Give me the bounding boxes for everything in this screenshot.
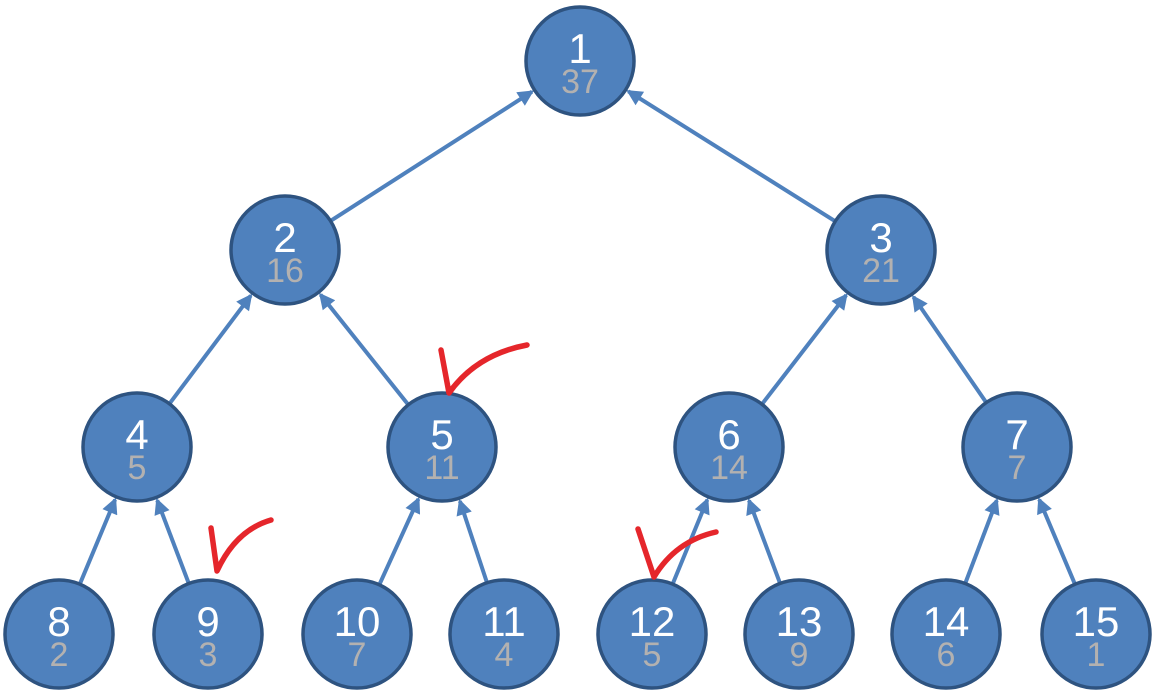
node-value: 37 (561, 63, 599, 101)
edge-4-to-2 (167, 293, 253, 406)
edge-8-to-4 (77, 497, 118, 585)
node-circle (386, 391, 498, 503)
node-index: 5 (430, 411, 453, 458)
tree-node-1: 137 (524, 5, 636, 117)
node-value: 14 (710, 449, 748, 487)
edge-15-to-7 (1037, 497, 1077, 586)
tree-node-13: 139 (743, 578, 855, 690)
node-circle (1040, 578, 1152, 690)
node-circle (448, 578, 560, 690)
node-circle (524, 5, 636, 117)
node-index: 13 (776, 598, 823, 645)
node-circle (596, 578, 708, 690)
node-circle (3, 578, 115, 690)
node-value: 6 (937, 636, 956, 674)
node-circle (673, 391, 785, 503)
node-value: 5 (643, 636, 662, 674)
node-circle (743, 578, 855, 690)
tree-node-6: 614 (673, 391, 785, 503)
edge-3-to-1 (626, 89, 837, 223)
node-value: 4 (495, 636, 514, 674)
edge-2-to-1 (329, 90, 535, 223)
node-index: 6 (717, 411, 740, 458)
node-value: 9 (790, 636, 809, 674)
checkmark-near-node-5 (438, 342, 530, 396)
node-circle (890, 578, 1002, 690)
node-circle (961, 391, 1073, 503)
tree-node-10: 107 (301, 578, 413, 690)
edge-7-to-3 (911, 294, 988, 404)
node-value: 7 (348, 636, 367, 674)
edge-5-to-2 (318, 292, 410, 407)
edge-9-to-4 (154, 498, 191, 585)
tree-node-2: 216 (229, 194, 341, 306)
node-index: 15 (1073, 598, 1120, 645)
tree-node-11: 114 (448, 578, 560, 690)
edge-11-to-5 (456, 498, 489, 584)
tree-node-8: 82 (3, 578, 115, 690)
node-index: 7 (1005, 411, 1028, 458)
edge-6-to-3 (760, 293, 848, 406)
edge-13-to-6 (746, 498, 782, 585)
node-value: 5 (128, 449, 147, 487)
node-circle (229, 194, 341, 306)
node-index: 4 (125, 411, 148, 458)
tree-node-9: 93 (152, 578, 264, 690)
node-index: 2 (273, 214, 296, 261)
node-index: 1 (568, 25, 591, 72)
node-index: 3 (869, 214, 892, 261)
tree-node-5: 511 (386, 391, 498, 503)
tree-node-15: 151 (1040, 578, 1152, 690)
tree-node-4: 45 (81, 391, 193, 503)
node-value: 11 (424, 449, 459, 487)
node-index: 12 (629, 598, 676, 645)
node-value: 21 (862, 252, 900, 290)
node-circle (825, 194, 937, 306)
node-value: 2 (50, 636, 69, 674)
node-circle (301, 578, 413, 690)
node-value: 3 (199, 636, 218, 674)
node-circle (81, 391, 193, 503)
node-index: 14 (923, 598, 970, 645)
checkmark-near-node-12 (635, 526, 719, 580)
node-index: 9 (196, 598, 219, 645)
node-value: 1 (1087, 636, 1106, 674)
tree-node-7: 77 (961, 391, 1073, 503)
node-circle (152, 578, 264, 690)
tree-node-12: 125 (596, 578, 708, 690)
checkmark-near-node-9 (208, 517, 274, 574)
edge-14-to-7 (963, 498, 1000, 585)
tree-node-14: 146 (890, 578, 1002, 690)
node-index: 10 (334, 598, 381, 645)
node-index: 11 (482, 598, 526, 645)
edge-10-to-5 (377, 496, 421, 586)
tree-node-3: 321 (825, 194, 937, 306)
node-index: 8 (47, 598, 70, 645)
node-value: 16 (266, 252, 304, 290)
node-value: 7 (1008, 449, 1027, 487)
